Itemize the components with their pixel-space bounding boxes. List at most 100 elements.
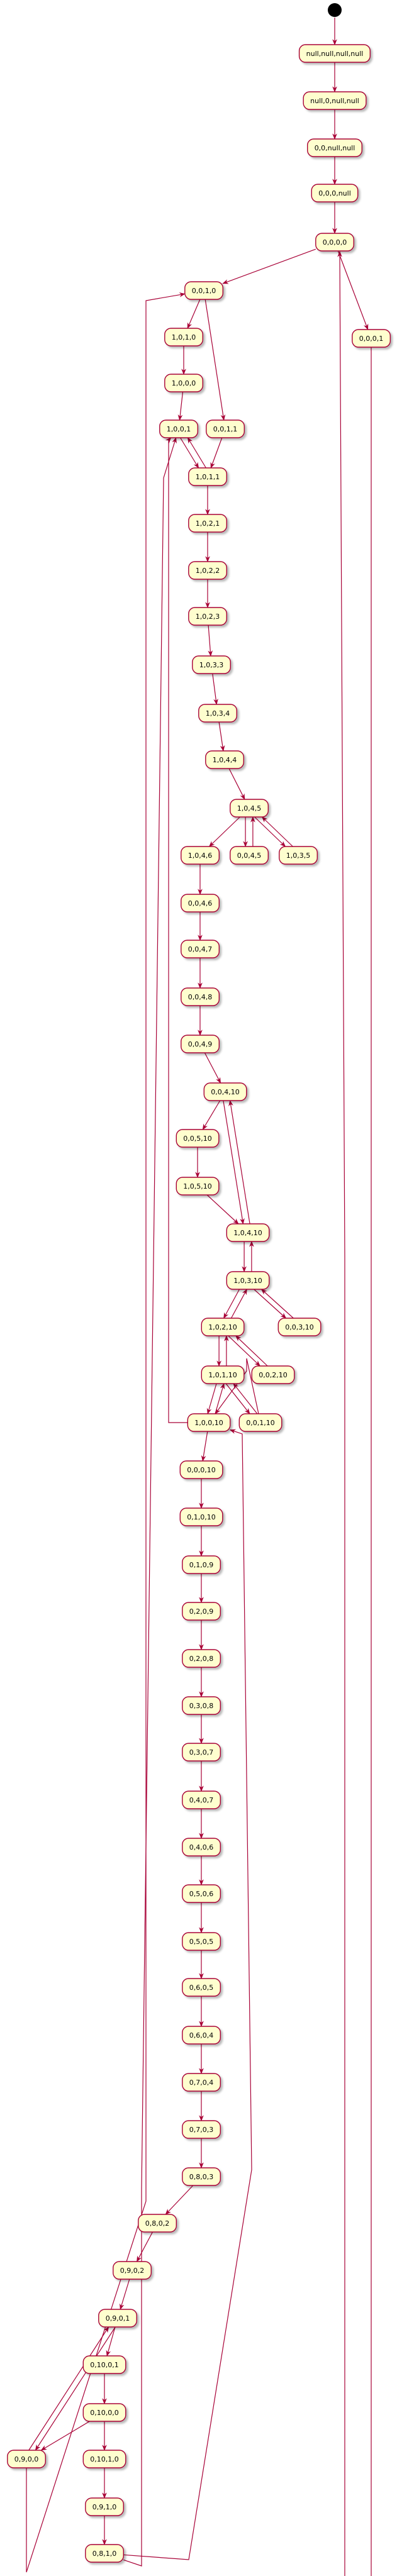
transition-n36-n9	[165, 437, 188, 1423]
state-box	[352, 329, 391, 348]
transition-n5-n10	[204, 299, 226, 421]
state-node: null,null,null,null	[298, 44, 371, 63]
state-box	[182, 1884, 221, 1903]
state-box	[226, 1223, 270, 1242]
state-box	[201, 1318, 245, 1336]
state-node: 0,0,0,1	[352, 329, 391, 348]
transition-n4-n6	[337, 250, 369, 330]
state-box	[7, 2450, 47, 2468]
state-node: 1,0,2,3	[188, 607, 227, 626]
state-node: 1,0,0,0	[164, 374, 203, 392]
state-node: 0,9,0,0	[7, 2450, 47, 2468]
transition-n58-n5	[26, 292, 186, 2573]
state-node: 0,1,0,9	[182, 1555, 221, 1574]
state-label: 0,0,3,10	[285, 1323, 313, 1331]
state-node: 0,7,0,3	[182, 2120, 221, 2139]
start-layer	[328, 3, 342, 45]
state-box	[181, 846, 220, 865]
state-node: 0,8,1,0	[85, 2544, 125, 2563]
state-label: 1,0,3,5	[286, 852, 310, 860]
transition-n26-n27	[202, 1100, 221, 1130]
transition-n17-n18	[228, 768, 245, 800]
state-label: 0,10,0,0	[90, 2409, 118, 2417]
state-box	[82, 2450, 126, 2468]
state-label: 0,0,4,9	[188, 1040, 212, 1048]
state-box	[182, 1932, 221, 1951]
state-node: 0,0,4,6	[181, 894, 220, 913]
state-box	[230, 799, 269, 818]
state-node: 0,3,0,8	[182, 1696, 221, 1715]
state-box	[198, 704, 237, 723]
state-box	[182, 1978, 221, 1997]
state-node: 0,2,0,8	[182, 1649, 221, 1668]
state-box	[181, 987, 220, 1006]
state-label: 1,0,1,10	[208, 1371, 237, 1379]
state-node: 0,1,0,10	[179, 1507, 223, 1526]
state-label: 0,8,1,0	[92, 2550, 116, 2558]
state-node: 0,6,0,4	[182, 2026, 221, 2045]
state-box	[182, 1649, 221, 1668]
state-label: 0,0,2,10	[259, 1371, 287, 1379]
state-box	[182, 1838, 221, 1857]
state-node: 0,9,0,2	[113, 2261, 152, 2280]
transition-n52-n53	[165, 2185, 194, 2215]
state-label: 0,0,0,10	[187, 1466, 215, 1474]
state-box	[311, 184, 359, 203]
transition-n32-n30	[230, 1289, 247, 1319]
state-box	[182, 1696, 221, 1715]
state-node: 0,10,0,0	[82, 2403, 126, 2422]
state-node: 0,0,4,7	[181, 940, 220, 958]
state-box	[184, 281, 223, 300]
transition-n15-n16	[212, 673, 218, 705]
state-box	[182, 1602, 221, 1621]
state-label: 0,5,0,5	[189, 1938, 213, 1946]
state-box	[188, 607, 227, 626]
state-node: 1,0,0,1	[159, 419, 199, 438]
transition-n4-n5	[222, 248, 316, 284]
state-label: 0,9,0,2	[120, 2267, 144, 2275]
state-node: 1,0,4,4	[205, 750, 244, 769]
state-label: 0,6,0,4	[189, 2031, 213, 2040]
transition-n25-n26	[204, 1052, 221, 1084]
start-marker	[328, 3, 342, 17]
state-node: 0,6,0,5	[182, 1978, 221, 1997]
state-node: 0,0,0,10	[179, 1460, 223, 1479]
state-node: 0,0,5,10	[176, 1129, 220, 1148]
state-node: 0,8,0,3	[182, 2167, 221, 2186]
state-label: 0,9,0,0	[14, 2455, 38, 2463]
state-label: 0,4,0,7	[189, 1796, 213, 1804]
state-label: 0,1,0,10	[187, 1513, 215, 1521]
state-label: 0,8,0,2	[145, 2219, 169, 2228]
state-label: 0,0,4,6	[188, 899, 212, 908]
state-node: 0,0,3,10	[277, 1318, 322, 1336]
state-label: 0,9,0,1	[106, 2314, 130, 2323]
state-box	[182, 2073, 221, 2092]
state-box	[138, 2214, 177, 2233]
state-box	[298, 44, 371, 63]
state-node: 1,0,2,2	[188, 561, 227, 580]
state-label: 0,0,0,0	[323, 238, 347, 247]
state-node: 0,0,1,10	[238, 1413, 282, 1432]
nodes-layer: null,null,null,nullnull,0,null,null0,0,n…	[7, 44, 391, 2563]
state-node: 0,9,1,0	[85, 2497, 125, 2516]
state-node: 1,0,4,5	[230, 799, 269, 818]
state-label: 1,0,4,5	[237, 804, 261, 813]
state-box	[159, 419, 199, 438]
transition-n18-n21	[254, 816, 286, 847]
state-label: 1,0,1,1	[196, 473, 220, 481]
state-box	[277, 1318, 322, 1336]
state-box	[303, 91, 367, 110]
state-label: 0,3,0,7	[189, 1748, 213, 1757]
transition-n61-n9	[123, 437, 177, 2567]
state-box	[201, 1365, 245, 1384]
state-label: 0,2,0,8	[189, 1655, 213, 1663]
transition-n28-n29	[206, 1194, 239, 1224]
transition-n16-n17	[218, 721, 225, 752]
transition-n35-n36	[215, 1358, 259, 1414]
state-node: 0,9,0,1	[98, 2309, 138, 2328]
state-node: 0,3,0,7	[182, 1743, 221, 1762]
state-label: 0,0,4,10	[211, 1088, 239, 1096]
transition-n10-n11	[210, 437, 223, 469]
state-node: 0,0,0,null	[311, 184, 359, 203]
state-box	[188, 514, 227, 533]
